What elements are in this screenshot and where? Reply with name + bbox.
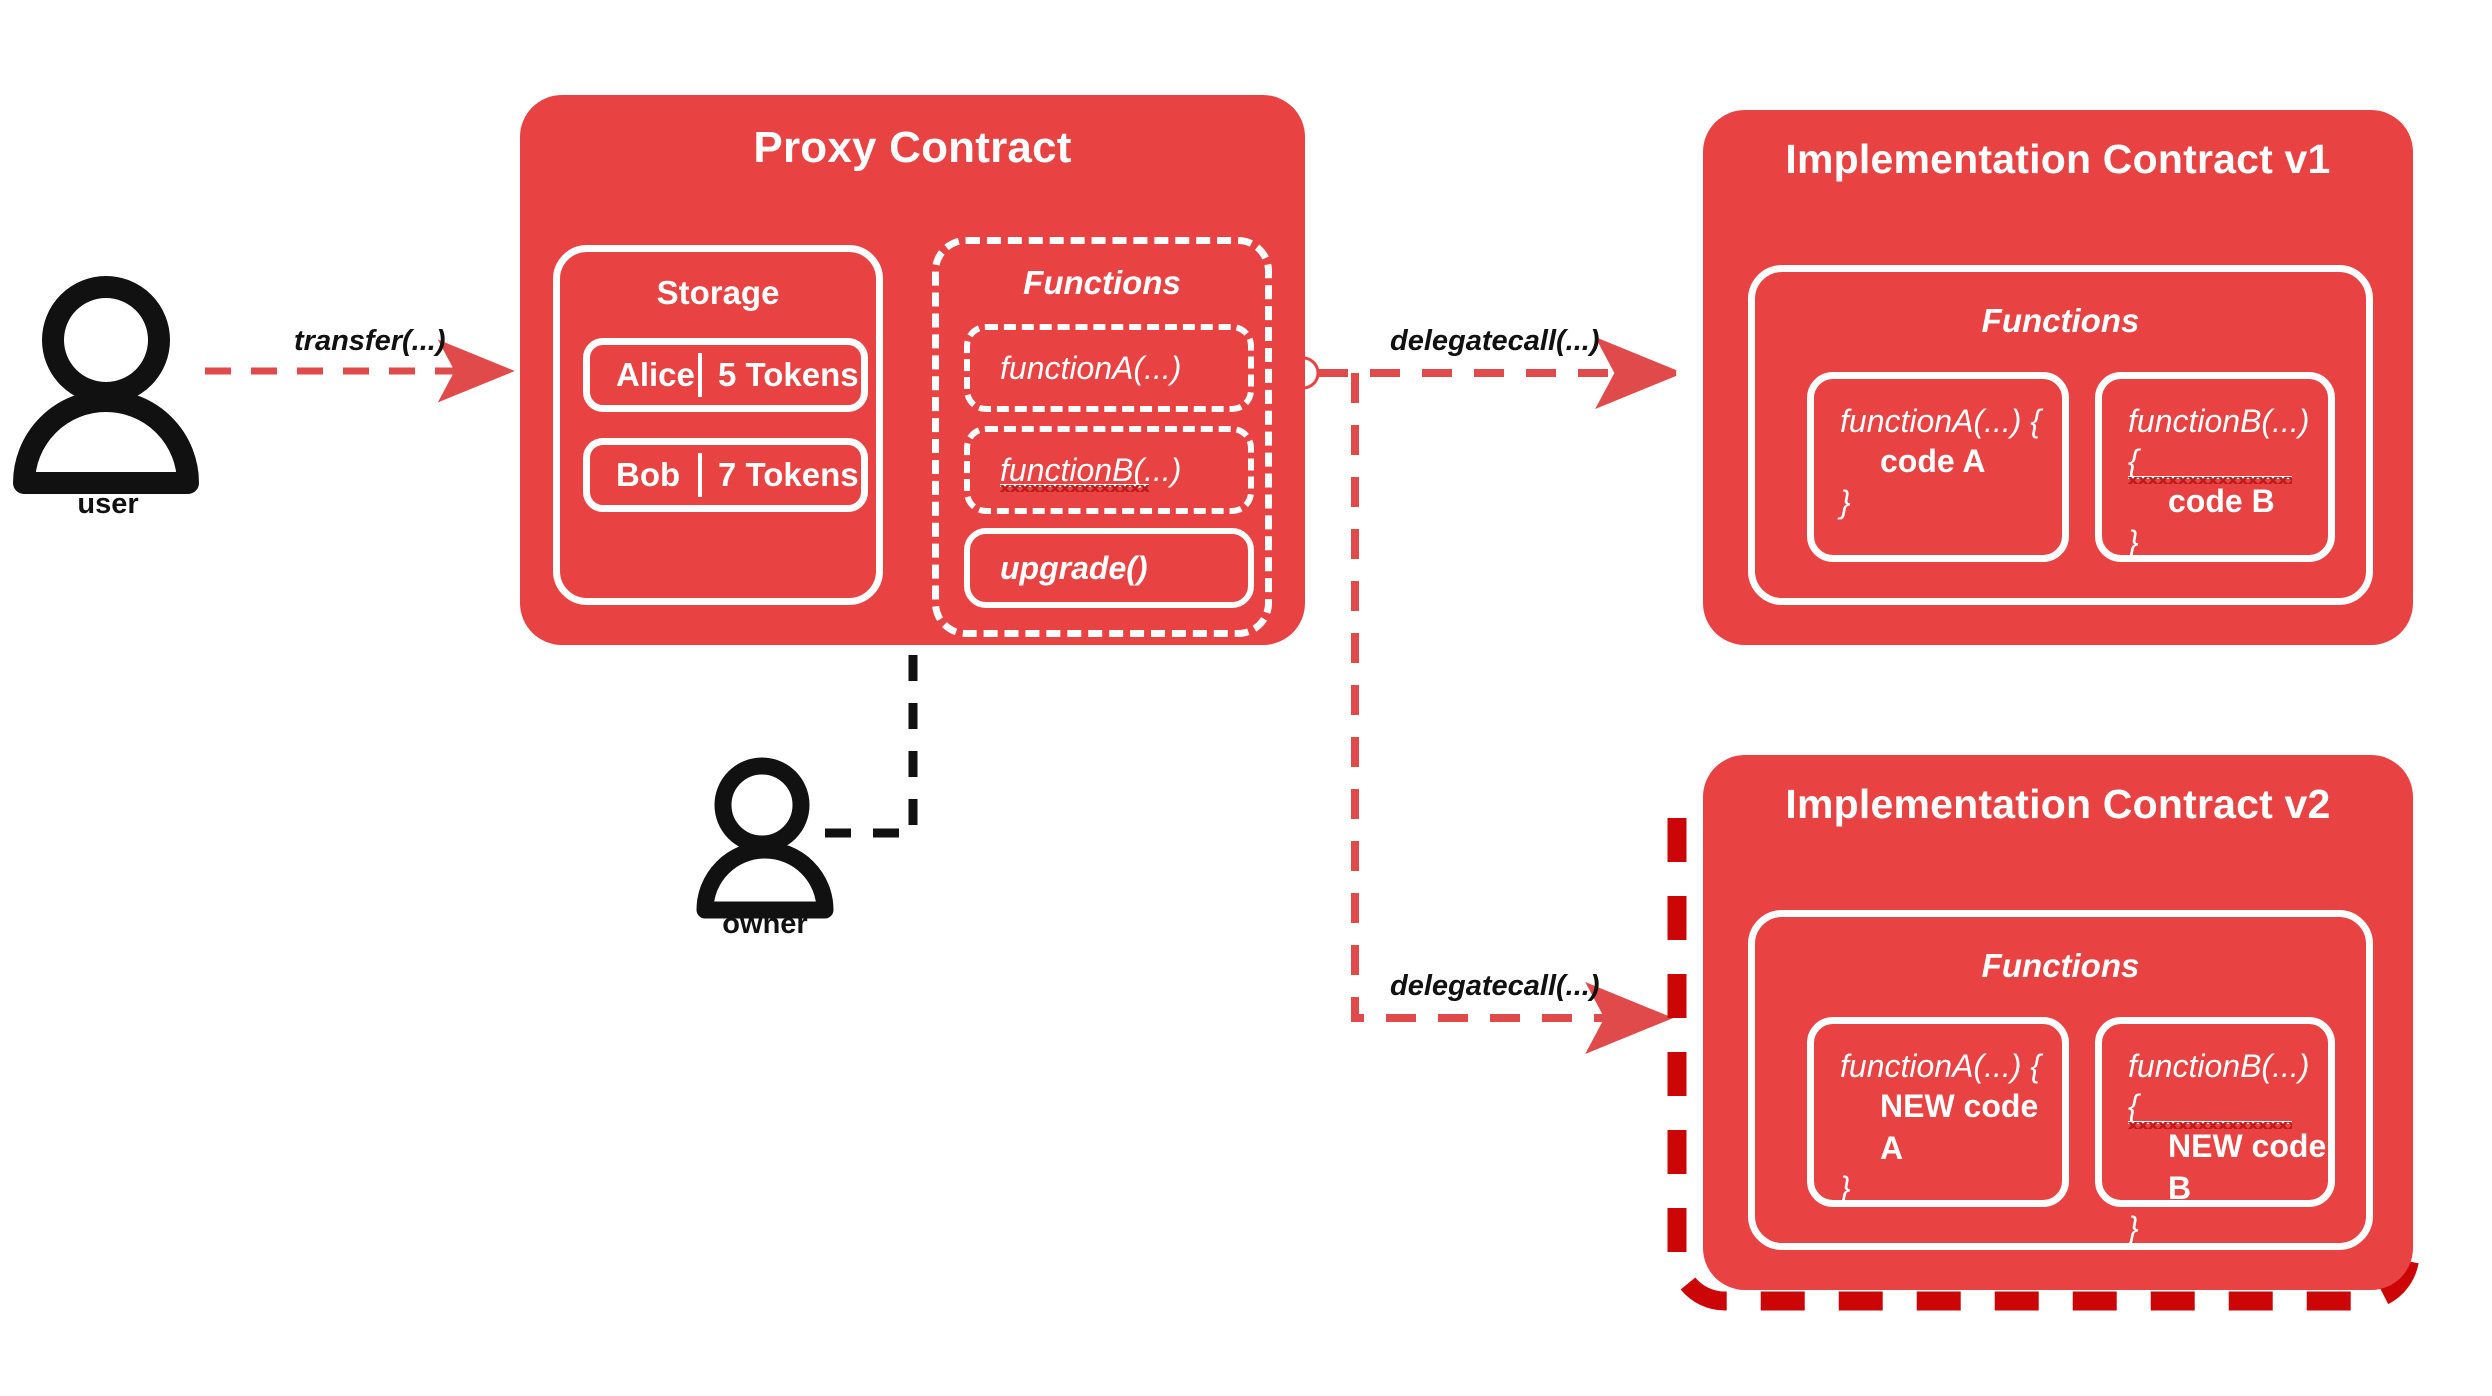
code-box-functionA[interactable]: functionA(...) { code A } [1807, 372, 2069, 562]
functions-label: Functions [1023, 264, 1181, 301]
storage-panel: Storage Alice 5 Tokens Bob 7 Tokens [553, 245, 883, 605]
page-title: Proxy Contract [753, 123, 1072, 172]
edge-delegatecall-v2 [1351, 373, 1674, 1054]
upgrade-function[interactable]: upgrade() [964, 528, 1254, 608]
code-box-functionB[interactable]: functionB(...) { NEW code B } [2095, 1017, 2335, 1246]
function-body: NEW code B [2168, 1128, 2327, 1206]
function-close-brace: } [1840, 1170, 1851, 1207]
table-row: Bob 7 Tokens [583, 438, 868, 512]
v2-highlight-outline [1667, 818, 2420, 1311]
impl-v1[interactable]: Implementation Contract v1 Functions fun… [1703, 110, 2413, 645]
proxy-functions-panel: Functions functionA(...) functionB(...) … [932, 237, 1272, 637]
function-close-brace: } [2128, 523, 2139, 560]
storage-separator [698, 353, 702, 397]
function-label: functionA(...) [1000, 349, 1182, 386]
edge-label-delegatecall-v1: delegatecall(...) [1390, 325, 1600, 357]
person-icon [13, 276, 199, 494]
edge-label-delegatecall-v2: delegatecall(...) [1390, 970, 1600, 1002]
function-body: code A [1880, 443, 1986, 479]
function-body: NEW code A [1880, 1088, 2039, 1166]
storage-key: Bob [616, 456, 681, 493]
storage-separator [698, 453, 702, 497]
code-box-functionA[interactable]: functionA(...) { NEW code A } [1807, 1017, 2069, 1207]
code-box-functionB[interactable]: functionB(...) { code B } [2095, 372, 2335, 562]
function-close-brace: } [1840, 483, 1851, 520]
edge-label-transfer: transfer(...) [294, 325, 446, 357]
table-row: Alice 5 Tokens [583, 338, 868, 412]
functions-label: Functions [1981, 302, 2140, 339]
function-body: code B [2168, 483, 2275, 519]
storage-value: 5 Tokens [718, 356, 859, 393]
proxy-contract[interactable]: Proxy Contract Storage Alice 5 Tokens Bo… [520, 95, 1305, 645]
function-close-brace: } [2128, 1210, 2139, 1247]
function-label: upgrade() [1000, 549, 1148, 586]
function-signature: functionB(...) { [2128, 401, 2328, 484]
page-title: Implementation Contract v1 [1785, 136, 2331, 182]
functions-label: Functions [1981, 947, 2140, 984]
v1-functions-panel: Functions functionA(...) { code A } func… [1748, 265, 2373, 605]
function-label: functionB(...) [1000, 451, 1182, 492]
function-signature: functionA(...) { [1840, 403, 2041, 439]
storage-label: Storage [656, 274, 780, 311]
function-signature: functionB(...) { [2128, 1046, 2328, 1129]
storage-key: Alice [616, 356, 695, 393]
v2-functions-panel: Functions functionA(...) { NEW code A } … [1748, 910, 2373, 1250]
function-item-functionA[interactable]: functionA(...) [964, 324, 1254, 412]
function-item-functionB[interactable]: functionB(...) [964, 426, 1254, 514]
function-signature: functionA(...) { [1840, 1048, 2041, 1084]
page-title: Implementation Contract v2 [1785, 781, 2331, 827]
storage-value: 7 Tokens [718, 456, 859, 493]
impl-v2[interactable]: Implementation Contract v2 Functions fun… [1703, 755, 2413, 1290]
person-icon [696, 757, 834, 919]
v1-entry-port [1676, 358, 1706, 388]
